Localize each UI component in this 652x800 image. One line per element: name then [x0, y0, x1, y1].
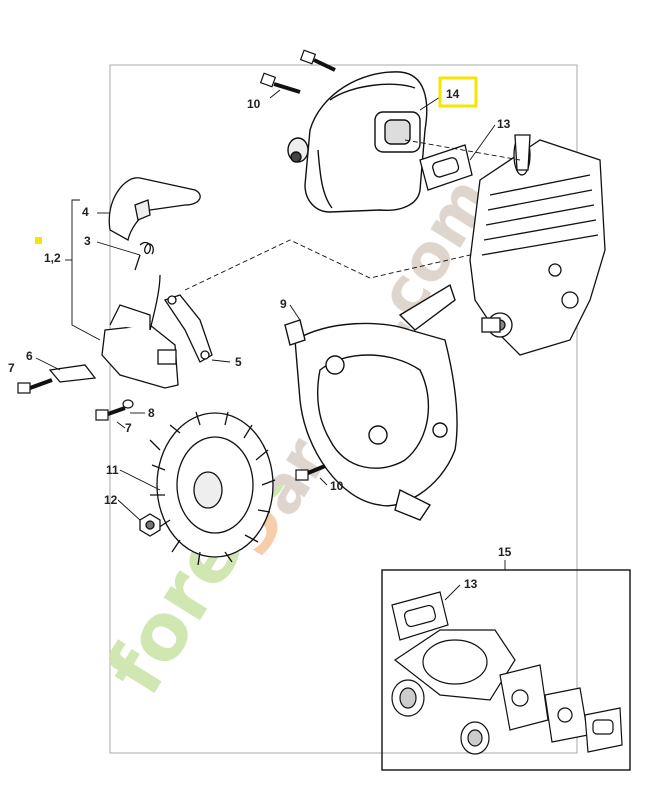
label-12: 12: [104, 493, 118, 507]
gasket-kit-box: [381, 569, 631, 771]
screw-washer-part: [95, 399, 134, 421]
label-13: 13: [497, 117, 511, 131]
label-13-kit: 13: [464, 577, 478, 591]
bracket-part: [48, 364, 97, 383]
label-5: 5: [235, 355, 242, 369]
assembly-lines: [184, 139, 521, 291]
label-7-left: 7: [8, 361, 15, 375]
label-6: 6: [26, 349, 33, 363]
label-10-top: 10: [247, 97, 261, 111]
label-14: 14: [446, 87, 460, 101]
lever-part: [163, 294, 213, 363]
screw-left-part: [17, 378, 53, 394]
part14-highlight: [438, 76, 478, 108]
muffler-part: [287, 71, 428, 213]
label-11: 11: [106, 463, 119, 477]
leader-lines: [35, 89, 506, 601]
label-15: 15: [498, 545, 512, 559]
nut-part: [139, 513, 161, 537]
screw-part: [259, 49, 336, 94]
marker-square: [35, 237, 42, 244]
part-labels: 4 3 1,2 6 7 8 7 5 9 10 10 11 12 13 14 15…: [8, 87, 512, 591]
label-10-mid: 10: [330, 479, 344, 493]
label-1-2: 1,2: [44, 251, 61, 265]
label-4: 4: [82, 205, 89, 219]
cover-part: [108, 177, 201, 242]
screw-mid-part: [295, 464, 326, 481]
engine-block-part: [469, 134, 606, 356]
label-9: 9: [280, 297, 287, 311]
label-7: 7: [125, 421, 132, 435]
diagram-frame: [109, 64, 578, 754]
spring-part: [134, 241, 154, 271]
flywheel-part: [149, 411, 276, 566]
gasket-part: [419, 144, 473, 191]
fan-housing-part: [284, 283, 458, 521]
label-8: 8: [148, 406, 155, 420]
ignition-module-part: [101, 274, 179, 389]
label-3: 3: [84, 234, 91, 248]
